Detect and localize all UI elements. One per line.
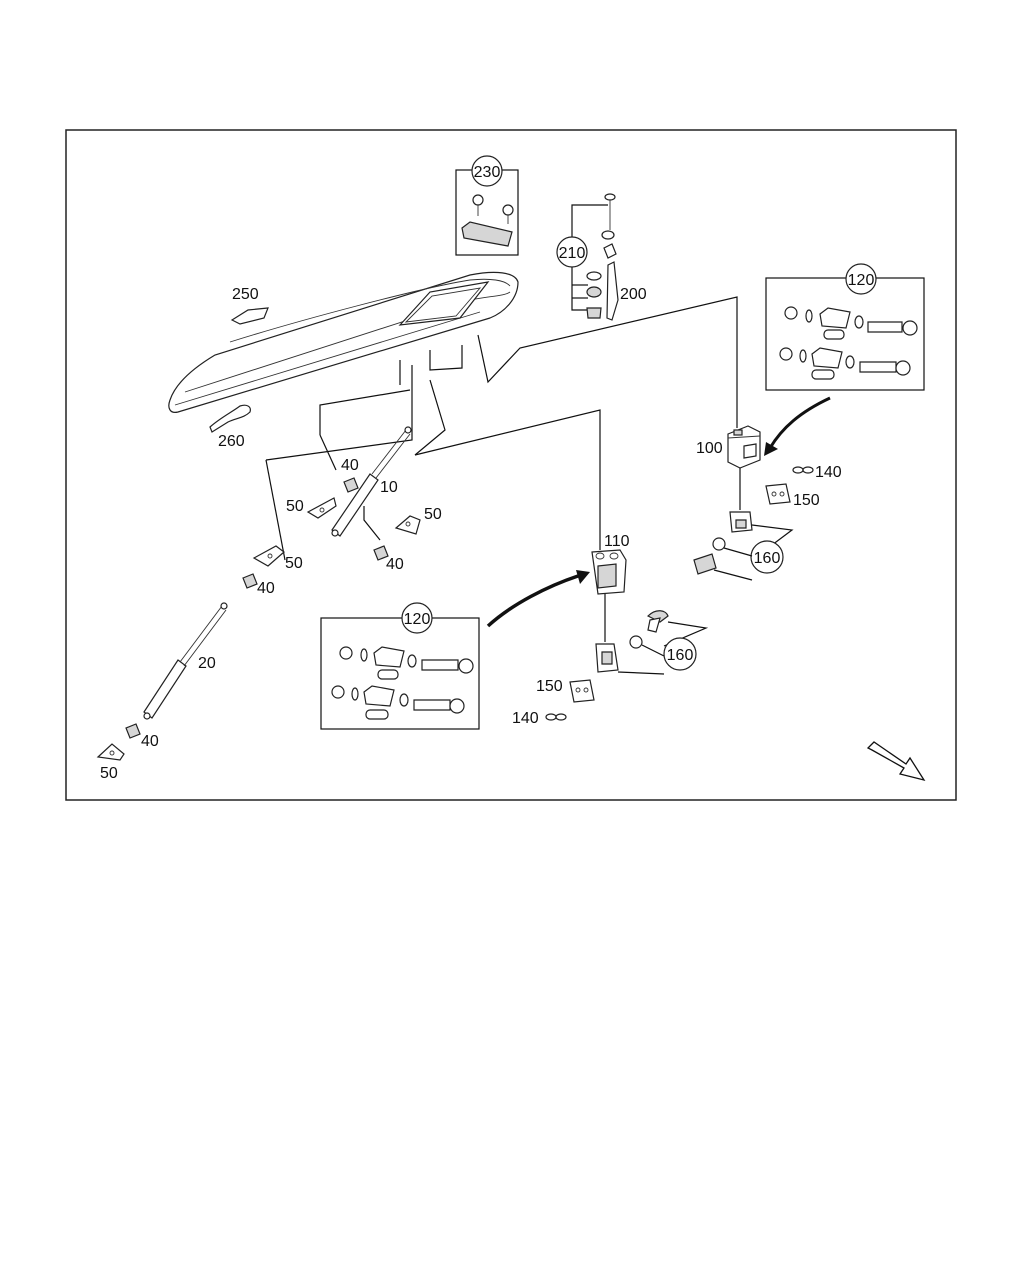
label-50-a: 50 (286, 498, 304, 515)
label-20: 20 (198, 655, 216, 672)
part-50-bracket-d: 50 (96, 743, 125, 782)
arrow-down-right-icon (866, 741, 926, 782)
part-40-bolt-d: 40 (125, 723, 159, 750)
label-50-b: 50 (424, 506, 442, 523)
part-striker-right (729, 511, 794, 561)
label-40-b: 40 (386, 556, 404, 573)
label-50-c: 50 (285, 555, 303, 572)
label-40-a: 40 (341, 457, 359, 474)
label-50-d: 50 (100, 765, 118, 782)
part-210-200-assembly: 210 200 (556, 193, 647, 321)
label-150-right: 150 (793, 492, 820, 509)
part-40-bolt-b: 40 (363, 506, 404, 573)
part-140-clip-right: 140 (792, 464, 842, 481)
part-250-trim-clip: 250 (230, 286, 269, 325)
arrow-to-part-100 (764, 396, 831, 456)
tailgate-panel (168, 271, 519, 413)
label-250: 250 (232, 286, 259, 303)
part-120-box-lower: 120 (320, 602, 480, 730)
label-210: 210 (559, 245, 586, 262)
part-striker-lower (595, 643, 619, 673)
diagram-frame (65, 129, 957, 801)
label-150-lower: 150 (536, 678, 563, 695)
part-110-latch: 110 (591, 533, 630, 642)
part-10-gas-strut: 10 (331, 426, 412, 537)
label-230: 230 (474, 164, 501, 181)
part-40-bolt-a: 40 (341, 457, 359, 493)
part-40-bolt-c: 40 (242, 573, 275, 597)
part-100-lock: 100 (696, 425, 761, 510)
label-40-c: 40 (257, 580, 275, 597)
label-120-upper: 120 (848, 272, 875, 289)
part-50-bracket-c: 50 (252, 545, 303, 572)
part-120-box-upper: 120 (765, 263, 925, 391)
part-160-lower: 160 (617, 610, 709, 675)
panel-leader-lines (265, 296, 738, 561)
label-10: 10 (380, 479, 398, 496)
part-260-handle: 260 (209, 404, 251, 450)
part-230-box: 230 (455, 155, 519, 256)
label-160-lower: 160 (667, 647, 694, 664)
label-140-right: 140 (815, 464, 842, 481)
part-160-right: 160 (693, 537, 784, 581)
label-40-d: 40 (141, 733, 159, 750)
label-110: 110 (604, 533, 630, 550)
label-100: 100 (696, 440, 723, 457)
part-150-bracket-right: 150 (765, 483, 820, 509)
part-20-gas-strut: 20 (143, 602, 228, 720)
label-140-lower: 140 (512, 710, 539, 727)
label-120-lower: 120 (404, 611, 431, 628)
label-260: 260 (218, 433, 245, 450)
label-200: 200 (620, 286, 647, 303)
part-150-bracket-lower: 150 (536, 678, 595, 703)
label-160-right: 160 (754, 550, 781, 567)
part-50-bracket-a: 50 (286, 497, 337, 519)
arrow-to-part-110 (486, 570, 590, 628)
part-140-clip-lower: 140 (512, 710, 567, 727)
part-50-bracket-b: 50 (394, 506, 442, 535)
